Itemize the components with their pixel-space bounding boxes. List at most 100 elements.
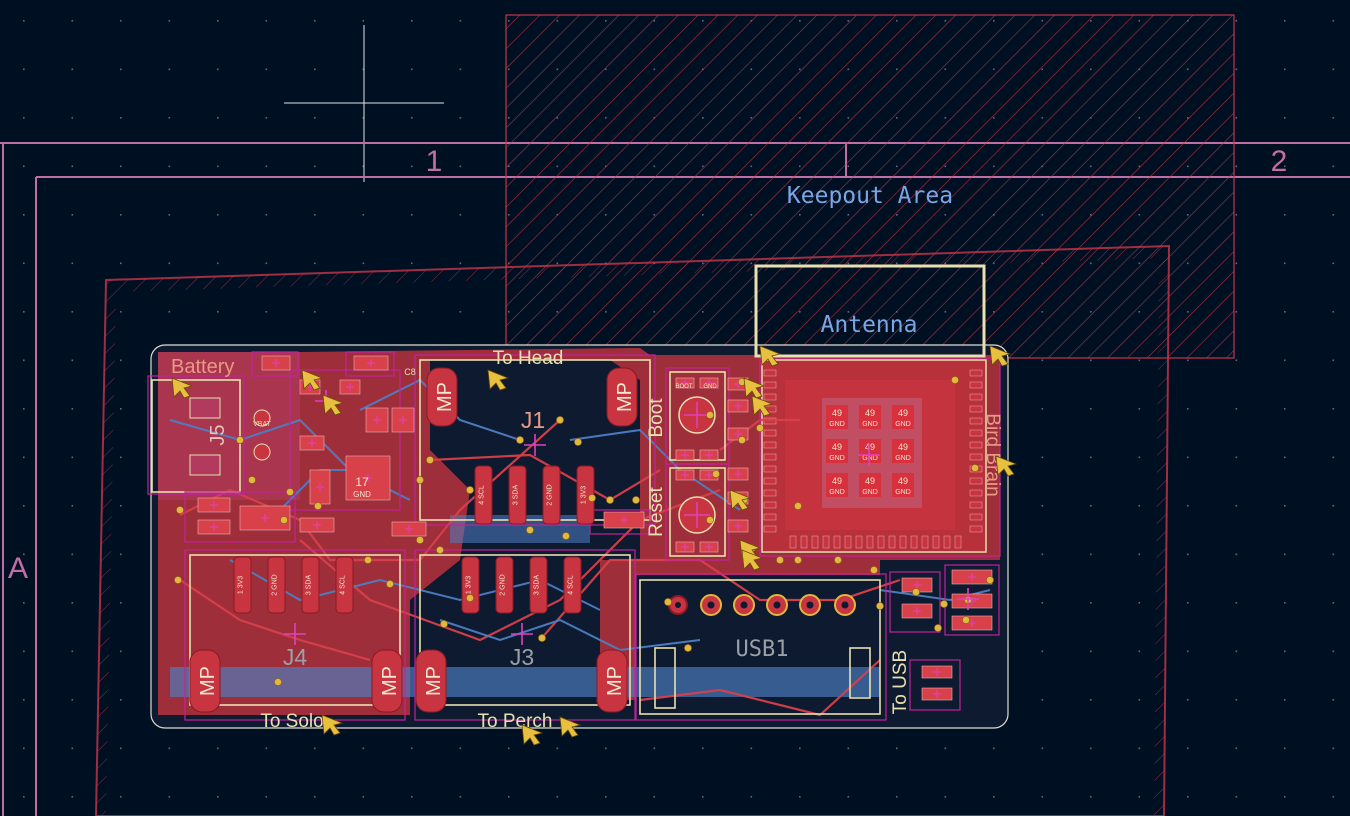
mp-pad[interactable] bbox=[596, 649, 628, 713]
connector-pin[interactable] bbox=[301, 556, 320, 614]
smd-part[interactable] bbox=[339, 379, 361, 395]
drc-marker[interactable] bbox=[521, 724, 544, 746]
smd-part[interactable] bbox=[299, 435, 325, 451]
drc-marker[interactable] bbox=[741, 549, 764, 571]
smd-part[interactable] bbox=[951, 569, 993, 585]
smd-part[interactable] bbox=[727, 399, 749, 413]
drc-marker[interactable] bbox=[171, 377, 194, 399]
module-pad bbox=[969, 513, 983, 521]
smd-part[interactable] bbox=[727, 467, 749, 481]
smd-part[interactable] bbox=[391, 521, 427, 537]
smd-part[interactable] bbox=[699, 541, 719, 553]
via bbox=[526, 526, 534, 534]
usb-pad[interactable] bbox=[668, 595, 688, 615]
usb-pad[interactable] bbox=[834, 594, 856, 616]
connector-pin[interactable] bbox=[233, 556, 252, 614]
crosshair-cursor bbox=[284, 25, 444, 182]
usb-pad[interactable] bbox=[799, 594, 821, 616]
smd-part[interactable] bbox=[699, 469, 719, 481]
connector-pin[interactable] bbox=[335, 556, 354, 614]
smd-part[interactable] bbox=[951, 593, 993, 609]
via bbox=[876, 602, 884, 610]
drc-marker[interactable] bbox=[989, 345, 1012, 367]
battery-pin[interactable] bbox=[253, 409, 271, 427]
via bbox=[776, 556, 784, 564]
mp-pad[interactable] bbox=[606, 367, 638, 427]
smd-part[interactable] bbox=[365, 407, 389, 433]
drc-marker[interactable] bbox=[743, 377, 766, 399]
usb-pad[interactable] bbox=[766, 594, 788, 616]
pin-label: 4 SCL bbox=[340, 575, 347, 595]
connector-pin[interactable] bbox=[529, 556, 548, 614]
via bbox=[538, 634, 546, 642]
drc-marker[interactable] bbox=[729, 489, 752, 511]
ic-pad-number: 17 bbox=[355, 475, 369, 489]
smd-part[interactable] bbox=[299, 517, 335, 533]
smd-part[interactable] bbox=[345, 455, 391, 501]
connector-pin[interactable] bbox=[267, 556, 286, 614]
smd-part[interactable] bbox=[675, 541, 695, 553]
mp-pad[interactable] bbox=[415, 649, 447, 713]
smd-part[interactable] bbox=[603, 511, 645, 529]
smd-part[interactable] bbox=[197, 497, 231, 513]
via bbox=[588, 494, 596, 502]
smd-part[interactable] bbox=[699, 449, 719, 461]
drc-marker[interactable] bbox=[751, 395, 774, 417]
j3-label: J3 bbox=[510, 644, 534, 670]
j3-pads[interactable] bbox=[461, 556, 582, 614]
drc-marker[interactable] bbox=[559, 716, 582, 738]
battery-pin[interactable] bbox=[253, 443, 271, 461]
module-pad bbox=[763, 393, 777, 401]
smd-part[interactable] bbox=[727, 519, 749, 533]
smd-part[interactable] bbox=[921, 687, 953, 701]
smd-part[interactable] bbox=[675, 377, 695, 389]
module-pad bbox=[811, 535, 819, 549]
drc-marker[interactable] bbox=[759, 345, 782, 367]
smd-part[interactable] bbox=[901, 603, 933, 619]
pin-label: 4 SCL bbox=[479, 485, 486, 505]
drc-marker[interactable] bbox=[301, 369, 324, 391]
mp-pad[interactable] bbox=[189, 649, 221, 713]
smd-part[interactable] bbox=[353, 355, 389, 371]
mp-pad[interactable] bbox=[426, 367, 458, 427]
drc-marker[interactable] bbox=[322, 394, 345, 416]
battery-pad[interactable] bbox=[189, 397, 221, 419]
connector-pin[interactable] bbox=[495, 556, 514, 614]
to-perch-label: To Perch bbox=[478, 711, 553, 732]
reset-switch[interactable] bbox=[678, 496, 716, 534]
smd-part[interactable] bbox=[921, 665, 953, 679]
smd-part[interactable] bbox=[951, 615, 993, 631]
module-pad bbox=[954, 535, 962, 549]
gnd-pad-number: 49 bbox=[865, 476, 875, 486]
drc-markers[interactable] bbox=[171, 345, 1018, 746]
keepout-area bbox=[505, 14, 1235, 359]
connector-pin[interactable] bbox=[542, 465, 561, 525]
usb-pad[interactable] bbox=[733, 594, 755, 616]
smd-part[interactable] bbox=[309, 469, 331, 505]
reset-label: Reset bbox=[646, 486, 667, 536]
usb-header-pads[interactable] bbox=[668, 594, 856, 616]
via bbox=[386, 580, 394, 588]
mp-pad[interactable] bbox=[371, 649, 403, 713]
smd-part[interactable] bbox=[197, 519, 231, 535]
usb-pad[interactable] bbox=[700, 594, 722, 616]
j1-pads[interactable] bbox=[474, 465, 595, 525]
module-pad bbox=[969, 441, 983, 449]
mp-pads[interactable] bbox=[189, 367, 638, 713]
drc-marker[interactable] bbox=[995, 455, 1018, 477]
battery-pad[interactable] bbox=[189, 454, 221, 476]
boot-switch[interactable] bbox=[678, 396, 716, 434]
smd-part[interactable] bbox=[675, 469, 695, 481]
silkscreen-outlines bbox=[151, 359, 881, 715]
smd-part[interactable] bbox=[675, 449, 695, 461]
connector-pin[interactable] bbox=[563, 556, 582, 614]
smd-part[interactable] bbox=[261, 355, 291, 371]
smd-part[interactable] bbox=[699, 377, 719, 389]
drc-marker[interactable] bbox=[487, 369, 510, 391]
connector-pin[interactable] bbox=[508, 465, 527, 525]
smd-part[interactable] bbox=[391, 407, 415, 433]
connector-pin[interactable] bbox=[474, 465, 493, 525]
drc-marker[interactable] bbox=[321, 714, 344, 736]
j4-pads[interactable] bbox=[233, 556, 354, 614]
